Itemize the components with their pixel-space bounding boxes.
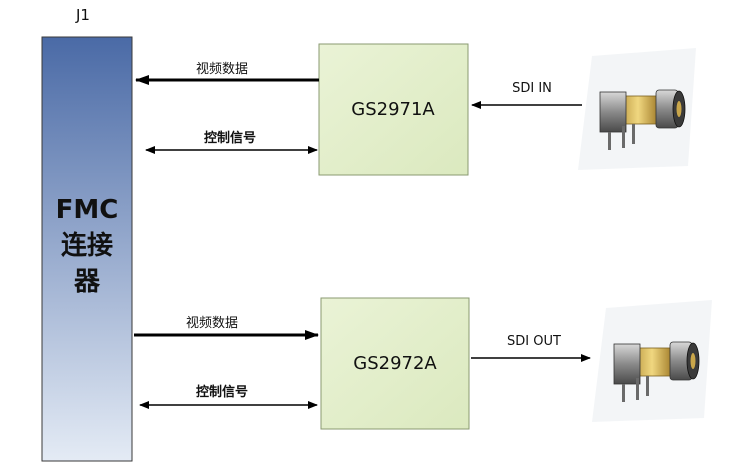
tx-control-label: 控制信号 <box>196 384 248 400</box>
connector-ref-label: J1 <box>75 6 90 24</box>
rx-video-label: 视频数据 <box>196 62 248 77</box>
fmc-label-line3: 器 <box>73 267 101 297</box>
fmc-connector-bar <box>41 36 133 462</box>
tx-chip-label: GS2972A <box>353 353 437 374</box>
rx-chip-label: GS2971A <box>351 99 435 120</box>
sdi-in-label: SDI IN <box>512 81 552 96</box>
fmc-label-line1: FMC <box>56 195 119 225</box>
rx-control-label: 控制信号 <box>204 130 256 146</box>
bnc-connector-icon <box>578 48 696 170</box>
rx-chip-block <box>318 43 469 176</box>
tx-video-label: 视频数据 <box>186 316 238 331</box>
bnc-connector-icon <box>592 300 712 422</box>
sdi-out-label: SDI OUT <box>507 334 561 349</box>
tx-chip-block <box>320 297 470 430</box>
fmc-label-line2: 连接 <box>61 231 113 261</box>
